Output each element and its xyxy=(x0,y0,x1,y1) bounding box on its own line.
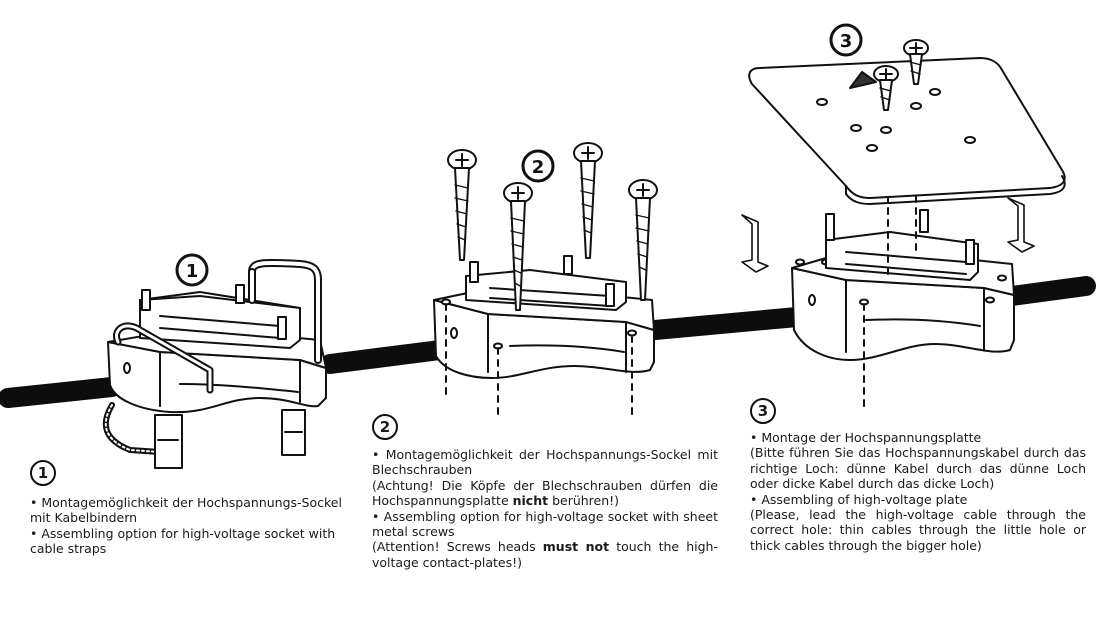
step-2-german-line: • Montagemöglichkeit der Hochspannungs-S… xyxy=(372,447,718,478)
diagram-marker-3: 3 xyxy=(840,31,853,52)
step-2-english-note: (Attention! Screws heads must not touch … xyxy=(372,539,718,570)
step-3-german-line: • Montage der Hochspannungsplatte xyxy=(750,430,982,445)
step-3-english-note: (Please, lead the high-voltage cable thr… xyxy=(750,507,1086,553)
socket-2: 2 xyxy=(433,142,658,419)
step-2-marker: 2 xyxy=(372,414,398,440)
step-2-german-note: (Achtung! Die Köpfe der Blechschrauben d… xyxy=(372,477,718,509)
step-3-german-note: (Bitte führen Sie das Hochspannungskabel… xyxy=(750,445,1086,492)
socket-3: 3 xyxy=(741,23,1066,411)
step-2-english-line: • Assembling option for high-voltage soc… xyxy=(372,508,718,540)
step-1-marker: 1 xyxy=(30,460,56,486)
diagram-marker-2: 2 xyxy=(532,157,545,178)
socket-1: 1 xyxy=(102,253,327,469)
hv-plate xyxy=(748,57,1066,199)
diagram-marker-1: 1 xyxy=(186,261,199,282)
step-3-english-line: • Assembling of high-voltage plate xyxy=(750,491,968,507)
sheet-metal-screws xyxy=(447,142,658,311)
step-1-german-text: • Montagemöglichkeit der Hochspannungs-S… xyxy=(30,495,342,526)
hv-cable xyxy=(0,276,1096,408)
step-1-caption: 1 • Montagemöglichkeit der Hochspannungs… xyxy=(30,460,350,557)
step-2-caption: 2 • Montagemöglichkeit der Hochspannungs… xyxy=(372,414,718,570)
step-1-english-text: • Assembling option for high-voltage soc… xyxy=(30,525,336,557)
step-3-marker: 3 xyxy=(750,398,776,424)
step-3-caption: 3 • Montage der Hochspannungsplatte (Bit… xyxy=(750,398,1086,553)
